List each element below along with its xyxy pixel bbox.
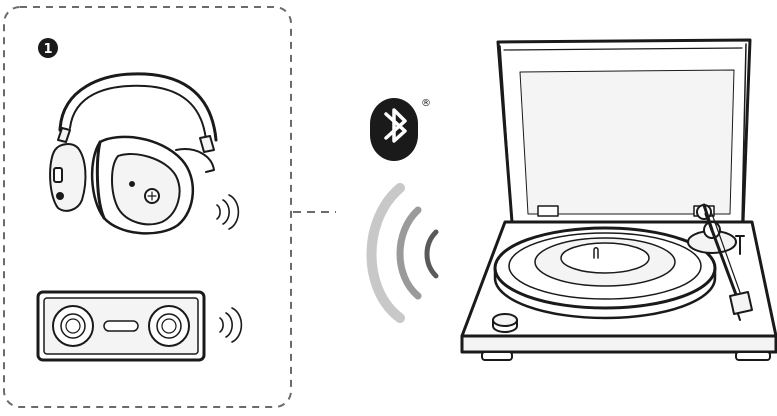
step-number-badge: 1 [38,38,58,58]
headphones-signal-icon [217,195,238,229]
bluetooth-registered-mark: ® [421,98,431,109]
turntable-icon [462,40,776,360]
headphones-icon [50,74,216,234]
step-number-text: 1 [43,42,52,57]
speaker-icon [38,292,204,360]
bluetooth-broadcast-waves [372,188,437,318]
speaker-signal-icon [220,308,241,342]
bluetooth-icon: ® [370,98,431,161]
